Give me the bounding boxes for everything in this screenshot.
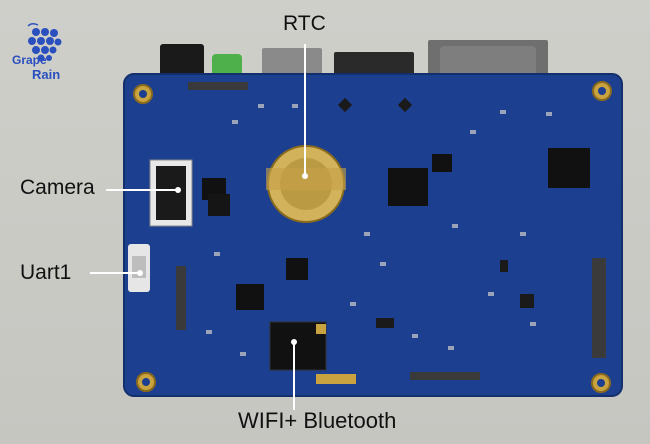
camera-label: Camera xyxy=(20,176,95,199)
logo-text-grape: Grape xyxy=(12,53,47,67)
chip xyxy=(208,194,230,216)
chip xyxy=(388,168,428,206)
chip xyxy=(236,284,264,310)
logo-text-rain: Rain xyxy=(32,67,61,82)
chip xyxy=(548,148,590,188)
grape-icon xyxy=(27,22,62,62)
chip xyxy=(286,258,308,280)
power-jack xyxy=(160,44,204,80)
wifi-bluetooth-label: WIFI+ Bluetooth xyxy=(238,408,397,433)
label-lines xyxy=(90,44,306,410)
gold-strip xyxy=(316,374,356,384)
uart-label: Uart1 xyxy=(20,261,72,284)
rtc-label: RTC xyxy=(283,12,326,35)
chip xyxy=(432,154,452,172)
header-pins xyxy=(176,82,606,380)
pcb xyxy=(124,74,622,396)
